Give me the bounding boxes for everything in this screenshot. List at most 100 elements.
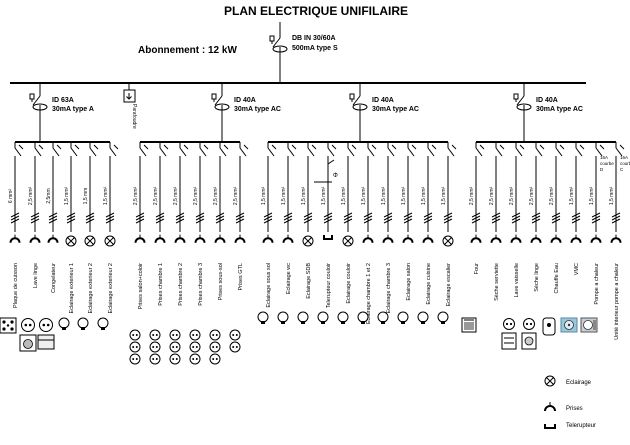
main-breaker-label-line1: DB IN 30/60A (292, 35, 336, 42)
group-2-id-symbol (211, 90, 230, 117)
circuit-3-9-cable-marks (423, 212, 433, 224)
circuit-2-5-socket-icon (214, 234, 226, 243)
circuit-2-5-section: 2,5 mm² (213, 187, 219, 206)
circuit-4-2-socket-icon (490, 234, 502, 243)
circuit-3-2-socket-icon (282, 234, 294, 243)
circuit-4-1-socket-icon (470, 234, 482, 243)
circuit-3-9-breaker (427, 142, 437, 162)
circuit-4-3-section: 2,5 mm² (509, 187, 515, 206)
circuit-1-6-cable-marks (105, 212, 115, 224)
circuit-1-3-breaker (52, 142, 62, 162)
group-1-id-label: ID 63A (52, 97, 74, 104)
group-1-id-type: 30mA type A (52, 106, 94, 113)
circuit-2-1-socket3-icon (129, 329, 141, 365)
group-4-id-type: 30mA type AC (536, 106, 583, 113)
circuit-4-1-cable-marks (471, 212, 481, 224)
circuit-1-2-socket-icon (29, 234, 41, 243)
circuit-2-2-breaker (159, 142, 169, 162)
circuit-4-7-breaker (595, 142, 605, 162)
group-1-id-symbol (29, 90, 48, 117)
circuit-3-3-breaker (307, 142, 317, 162)
circuit-4-4-dryer-icon (521, 318, 537, 350)
circuit-3-1-cable-marks (263, 212, 273, 224)
circuit-4-2-breaker (495, 142, 505, 162)
circuit-3-5-cable-marks (343, 212, 353, 224)
circuit-4-7-cable-marks (591, 212, 601, 224)
circuit-4-4-label: Sèche linge (534, 263, 540, 292)
circuit-1-5-lamp-icon (84, 235, 96, 247)
circuit-4-5-label: Chauffe Eau (554, 263, 560, 293)
circuit-1-4-breaker (70, 142, 80, 162)
circuit-3-7-socket-icon (382, 234, 394, 243)
circuit-3-3-lamp-icon (302, 235, 314, 247)
circuit-4-7-socket-icon (590, 234, 602, 243)
circuit-4-2-section: 2,5 mm² (489, 187, 495, 206)
circuit-3-3-cable-marks (303, 212, 313, 224)
circuit-3-1-section: 1,5 mm² (261, 187, 267, 206)
circuit-2-5-breaker (219, 142, 229, 162)
circuit-4-7-label: Pompe a chaleur (594, 263, 600, 305)
circuit-4-3-label: Lave vaisselle (514, 263, 520, 298)
circuit-2-3-breaker (179, 142, 189, 162)
circuit-3-8-bulb-out-icon (397, 311, 409, 324)
static-wiring: Parafoudre (10, 22, 586, 129)
circuit-4-7-section: 1,5 mm² (589, 187, 595, 206)
circuit-3-6-cable-marks (363, 212, 373, 224)
circuit-3-6-bulb-out-icon (357, 311, 369, 324)
circuit-3-10-label: Eclairage escalier (446, 263, 452, 307)
circuit-2-2-label: Prises chambre 1 (158, 263, 164, 306)
circuit-3-4-section: 1,5 mm² (321, 187, 327, 206)
circuit-1-2-cable-marks (30, 212, 40, 224)
circuit-3-10-cable-marks (443, 212, 453, 224)
circuit-3-10-section: 1,5 mm² (441, 187, 447, 206)
circuit-2-4-label: Prises chambre 3 (198, 263, 204, 306)
circuit-1-3-freezer-icon (37, 318, 55, 350)
circuit-3-10-lamp-icon (442, 235, 454, 247)
circuit-3-6-socket-icon (362, 234, 374, 243)
legend-lamp-label: Eclairage (566, 380, 592, 386)
circuit-2-1-section: 2,5 mm² (133, 187, 139, 206)
circuit-4-3-breaker (515, 142, 525, 162)
group-3-id-type: 30mA type AC (372, 106, 419, 113)
circuit-2-3-section: 2,5 mm² (173, 187, 179, 206)
circuit-4-8-section: 1,5 mm² (609, 187, 615, 206)
circuit-1-5-section: 1,5 mm (83, 188, 89, 205)
circuit-4-5-section: 2,5 mm² (549, 187, 555, 206)
circuit-3-8-cable-marks (403, 212, 413, 224)
circuit-2-6-socket2-icon (229, 329, 241, 353)
circuit-3-5-section: 1,5 mm² (341, 187, 347, 206)
circuit-4-8-label: Unité interieur pompe a chaleur (614, 263, 620, 340)
circuit-3-8-section: 1,5 mm² (401, 187, 407, 206)
circuit-3-2-cable-marks (283, 212, 293, 224)
legend-plug-label: Prises (566, 406, 583, 412)
circuit-2-4-socket-icon (194, 234, 206, 243)
circuit-4-8-rating: 16AcourbeC (620, 155, 630, 172)
circuit-1-5-label: Eclairage exterieur 2 (88, 263, 94, 313)
circuit-3-1-label: Eclairage sous sol (266, 263, 272, 308)
circuit-1-3-cable-marks (48, 212, 58, 224)
circuit-4-2-cable-marks (491, 212, 501, 224)
circuit-4-1-breaker (475, 142, 485, 162)
circuit-2-6-label: Prises GTL (238, 263, 244, 291)
circuit-3-7-label: Eclairage chambre 3 (386, 263, 392, 313)
circuit-3-5-breaker (347, 142, 357, 162)
circuit-4-3-cable-marks (511, 212, 521, 224)
circuit-3-7-breaker (387, 142, 397, 162)
circuit-3-6-section: 1,5 mm² (361, 187, 367, 206)
legend-socket-icon (544, 402, 556, 412)
circuit-2-2-cable-marks (155, 212, 165, 224)
circuit-1-4-bulb-icon (58, 317, 70, 330)
circuit-4-6-breaker (575, 142, 585, 162)
legend-telerupteur-icon (544, 424, 556, 429)
circuit-3-3-bulb-out-icon (297, 311, 309, 324)
